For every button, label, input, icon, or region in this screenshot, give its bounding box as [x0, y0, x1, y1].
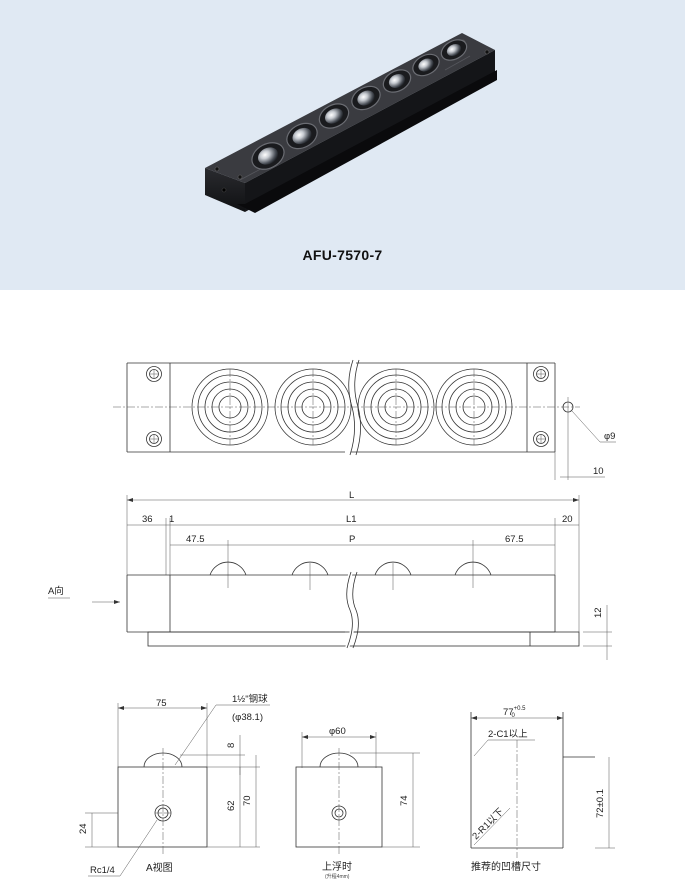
- pitch-label: P: [349, 534, 355, 545]
- hole-offset-label: 10: [593, 466, 604, 477]
- float-view-caption: 上浮时: [322, 861, 352, 873]
- hole-diameter-label: φ9: [604, 431, 615, 442]
- body-height-label: 62: [226, 800, 237, 811]
- ball-unit-outline: [274, 368, 352, 446]
- side-view: L 36 1 L1 20 47.5 P 67.5: [48, 490, 612, 660]
- ball-diameter-label: (φ38.1): [232, 712, 263, 723]
- protrusion-label: 8: [226, 743, 237, 748]
- float-view: φ60 74 上浮时 (升程4mm): [295, 726, 420, 880]
- base-plate: [147, 631, 580, 647]
- inner-length-label: L1: [346, 514, 357, 525]
- float-ball-diameter-label: φ60: [329, 726, 346, 737]
- radius-label: 2-R1以下: [470, 806, 506, 842]
- right-end-label: 20: [562, 514, 573, 525]
- technical-drawing: φ9 10 L 36 1 L1 20 47.5 P 67.5: [48, 359, 616, 880]
- product-photo-panel: AFU-7570-7: [0, 0, 685, 290]
- groove-view-caption: 推荐的凹槽尺寸: [471, 860, 541, 873]
- product-model-label: AFU-7570-7: [302, 247, 383, 263]
- total-height-label: 70: [242, 795, 253, 806]
- ball-unit-outline: [435, 368, 513, 446]
- mounting-screw: [146, 366, 162, 382]
- ball-unit-outline: [357, 368, 435, 446]
- product-photo: [205, 33, 497, 213]
- groove-depth-label: 72±0.1: [595, 789, 606, 818]
- port-height-label: 24: [78, 823, 89, 834]
- base-height-label: 12: [593, 607, 604, 618]
- last-ball-offset-label: 67.5: [505, 534, 524, 545]
- float-port: [331, 805, 347, 821]
- width-label: 75: [156, 698, 167, 709]
- end-view-caption: A视图: [146, 861, 173, 874]
- float-view-subcaption: (升程4mm): [325, 873, 350, 880]
- mounting-screw: [146, 431, 162, 447]
- overall-length-label: L: [349, 490, 354, 501]
- first-ball-offset-label: 47.5: [186, 534, 205, 545]
- ball-transfer-units: [251, 39, 468, 170]
- port-thread-label: Rc1/4: [90, 865, 115, 876]
- end-view: 75 1½"钢球 (φ38.1) 8 62 70 24 Rc1/4: [78, 693, 270, 877]
- top-view: φ9 10: [113, 359, 616, 480]
- mounting-screw: [533, 431, 549, 447]
- ball-spec-label: 1½"钢球: [232, 693, 268, 705]
- mounting-screw: [533, 366, 549, 382]
- view-direction-label: A向: [48, 585, 64, 597]
- left-end-label: 36: [142, 514, 153, 525]
- end-body: [117, 766, 208, 848]
- ball-unit-outline: [191, 368, 269, 446]
- chamfer-label: 2-C1以上: [488, 729, 528, 740]
- left-gap-label: 1: [169, 514, 174, 525]
- float-height-label: 74: [399, 795, 410, 806]
